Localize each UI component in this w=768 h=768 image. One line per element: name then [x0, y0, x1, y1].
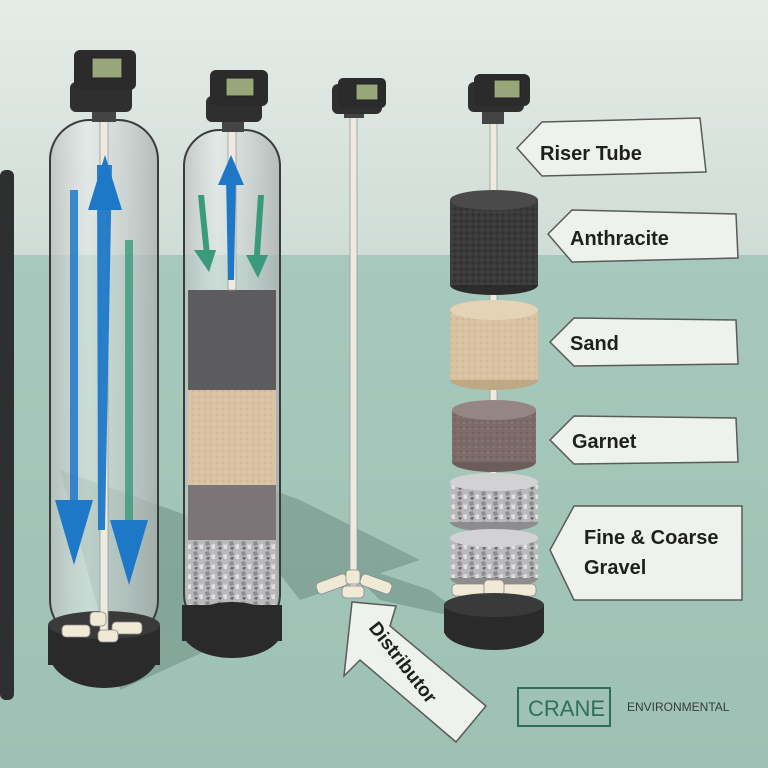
tank-backwash: [48, 50, 160, 688]
distributor-assembly: [315, 78, 393, 599]
edge-tank: [0, 170, 14, 700]
label-sand: Sand: [548, 317, 739, 367]
crane-logo: CRANE ENVIRONMENTAL: [517, 687, 730, 727]
layer-sand: [450, 310, 538, 380]
label-anthracite: Anthracite: [546, 209, 739, 263]
media-stack: [444, 74, 544, 650]
label-garnet-text: Garnet: [572, 431, 637, 453]
logo-brand-text: CRANE: [528, 696, 605, 721]
label-garnet: Garnet: [548, 415, 739, 465]
label-riser-tube: Riser Tube: [515, 117, 707, 177]
logo-sub-text: ENVIRONMENTAL: [627, 700, 730, 714]
layer-anthracite: [450, 200, 538, 285]
label-gravel-text-2: Gravel: [584, 557, 646, 579]
tank-layered: [182, 70, 282, 658]
label-fine-coarse-gravel: Fine & Coarse Gravel: [549, 505, 743, 601]
label-anthracite-text: Anthracite: [570, 228, 669, 250]
label-gravel-text-1: Fine & Coarse: [584, 527, 718, 549]
label-riser-tube-text: Riser Tube: [540, 143, 642, 165]
label-sand-text: Sand: [570, 333, 619, 355]
